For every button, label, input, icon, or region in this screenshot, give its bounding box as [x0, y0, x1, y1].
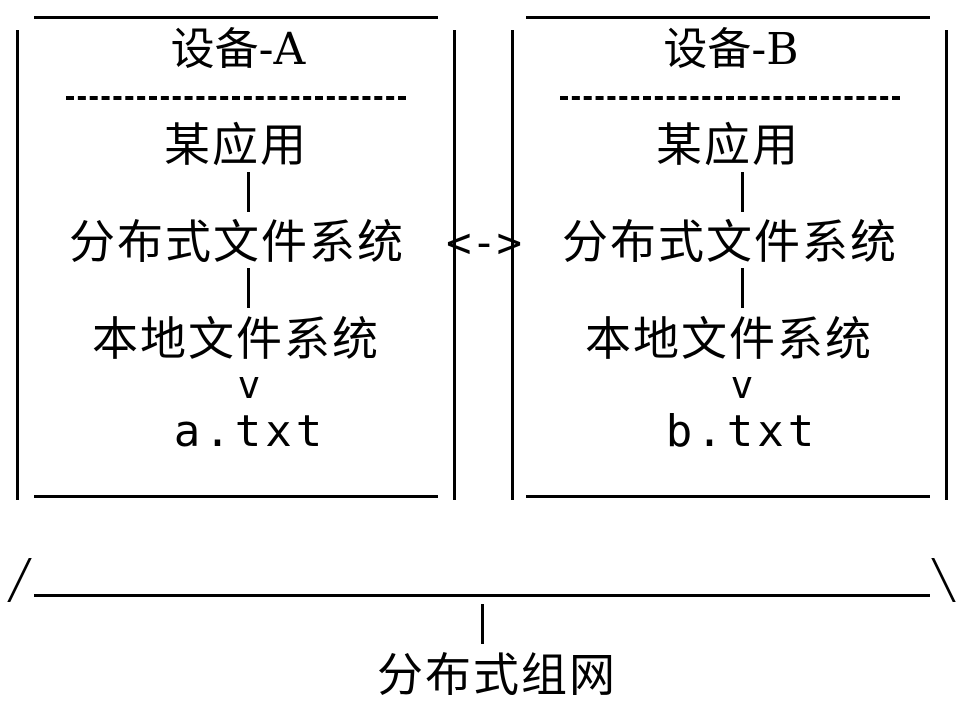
device-b-divider	[560, 96, 900, 100]
device-b-file: b.txt	[665, 406, 819, 457]
device-b-connector-dfs-lfs	[741, 268, 744, 308]
device-b-app: 某应用	[656, 118, 800, 172]
device-a-left-border	[16, 30, 19, 500]
device-a-lfs: 本地文件系统	[92, 312, 380, 366]
device-b-lfs: 本地文件系统	[585, 312, 873, 366]
device-b-connector-app-dfs	[741, 172, 744, 212]
device-b-top-border	[526, 16, 930, 19]
device-a-connector-dfs-lfs	[247, 268, 250, 308]
device-b-right-border	[945, 30, 948, 500]
device-a-title: 设备-A	[170, 24, 306, 75]
device-a-file: a.txt	[173, 406, 327, 457]
device-a-dfs: 分布式文件系统	[69, 215, 405, 269]
device-link-arrow: <->	[446, 218, 522, 267]
brace-right-slash	[931, 558, 956, 602]
device-b-dfs: 分布式文件系统	[562, 215, 898, 269]
brace-horizontal-line	[34, 594, 930, 597]
device-b-title: 设备-B	[663, 24, 799, 75]
device-a-divider	[66, 96, 406, 100]
network-label: 分布式组网	[377, 648, 617, 702]
device-a-app: 某应用	[164, 118, 308, 172]
device-b-bottom-border	[526, 495, 930, 498]
device-b-down-arrow: v	[730, 363, 754, 407]
device-a-bottom-border	[34, 495, 438, 498]
device-b-left-border	[511, 30, 514, 500]
device-a-top-border	[34, 16, 438, 19]
brace-center-stem	[481, 604, 484, 644]
device-a-down-arrow: v	[237, 363, 261, 407]
brace-left-slash	[7, 558, 32, 602]
device-a-right-border	[453, 30, 456, 500]
device-a-connector-app-dfs	[247, 172, 250, 212]
